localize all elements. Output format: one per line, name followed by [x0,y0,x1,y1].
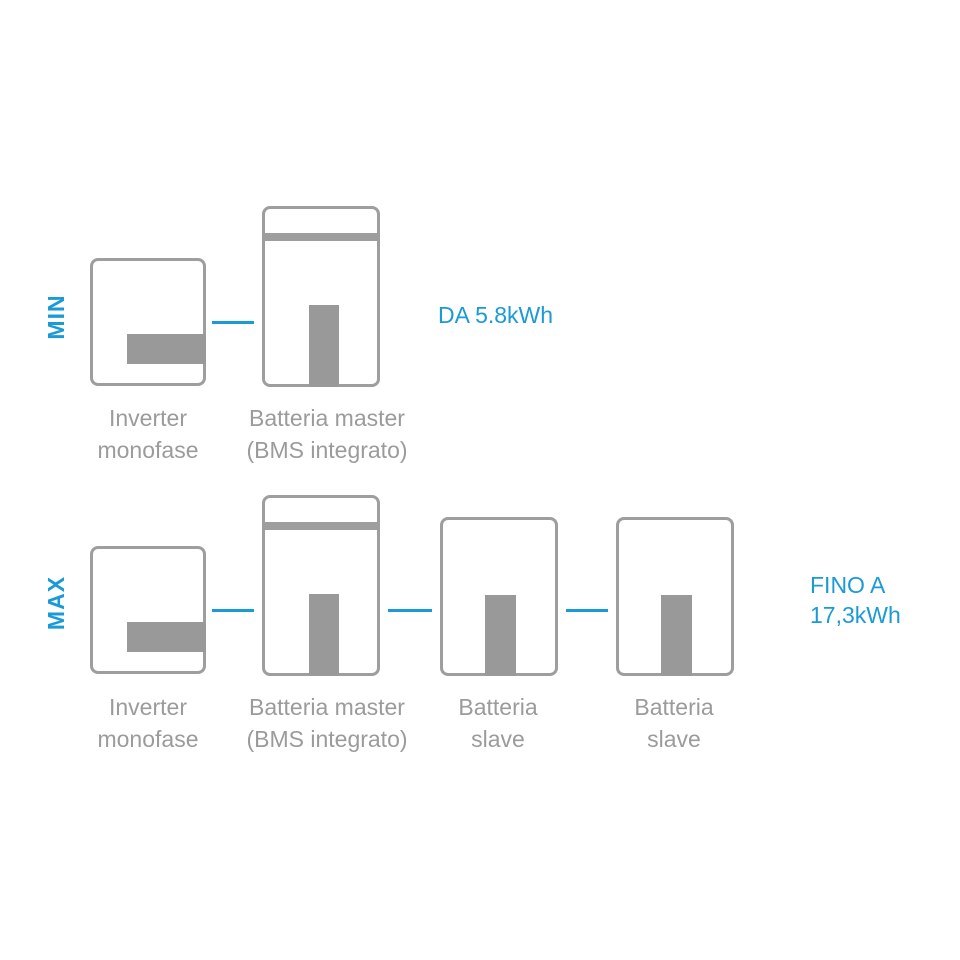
max-connector-1 [212,609,254,612]
max-master-battery-caption: Batteria master (BMS integrato) [222,691,432,755]
caption-line1: Batteria master [249,694,405,720]
battery-top-band [265,233,377,241]
max-inverter-icon [90,546,206,674]
caption-line2: monofase [97,726,199,752]
min-inverter-caption: Inverter monofase [68,402,228,466]
min-connector-1 [212,321,254,324]
caption-line1: Batteria [634,694,714,720]
min-row-label: MIN [43,294,69,340]
caption-line2: slave [647,726,701,752]
inverter-display-block [127,334,206,364]
battery-level-block [485,595,516,676]
min-inverter-icon [90,258,206,386]
max-capacity-line1: FINO A [810,572,886,598]
caption-line2: monofase [97,437,199,463]
inverter-display-block [127,622,206,652]
max-capacity-line2: 17,3kWh [810,602,901,628]
battery-top-band [265,522,377,530]
max-row-label: MAX [43,575,69,631]
max-slave-battery-2-caption: Batteria slave [614,691,734,755]
battery-level-block [309,305,339,387]
caption-line1: Batteria master [249,405,405,431]
caption-line1: Inverter [109,694,187,720]
min-master-battery-icon [262,206,380,387]
max-capacity-text: FINO A 17,3kWh [810,570,901,630]
caption-line1: Batteria [458,694,538,720]
max-master-battery-icon [262,495,380,676]
min-master-battery-caption: Batteria master (BMS integrato) [222,402,432,466]
max-slave-battery-2-icon [616,517,734,676]
battery-level-block [309,594,339,676]
caption-line2: slave [471,726,525,752]
max-connector-2 [388,609,432,612]
battery-level-block [661,595,692,676]
max-inverter-caption: Inverter monofase [68,691,228,755]
max-slave-battery-1-icon [440,517,558,676]
max-slave-battery-1-caption: Batteria slave [438,691,558,755]
caption-line2: (BMS integrato) [246,726,408,752]
min-capacity-line1: DA 5.8kWh [438,302,554,328]
caption-line2: (BMS integrato) [246,437,408,463]
min-capacity-text: DA 5.8kWh [438,300,553,330]
caption-line1: Inverter [109,405,187,431]
max-connector-3 [566,609,608,612]
